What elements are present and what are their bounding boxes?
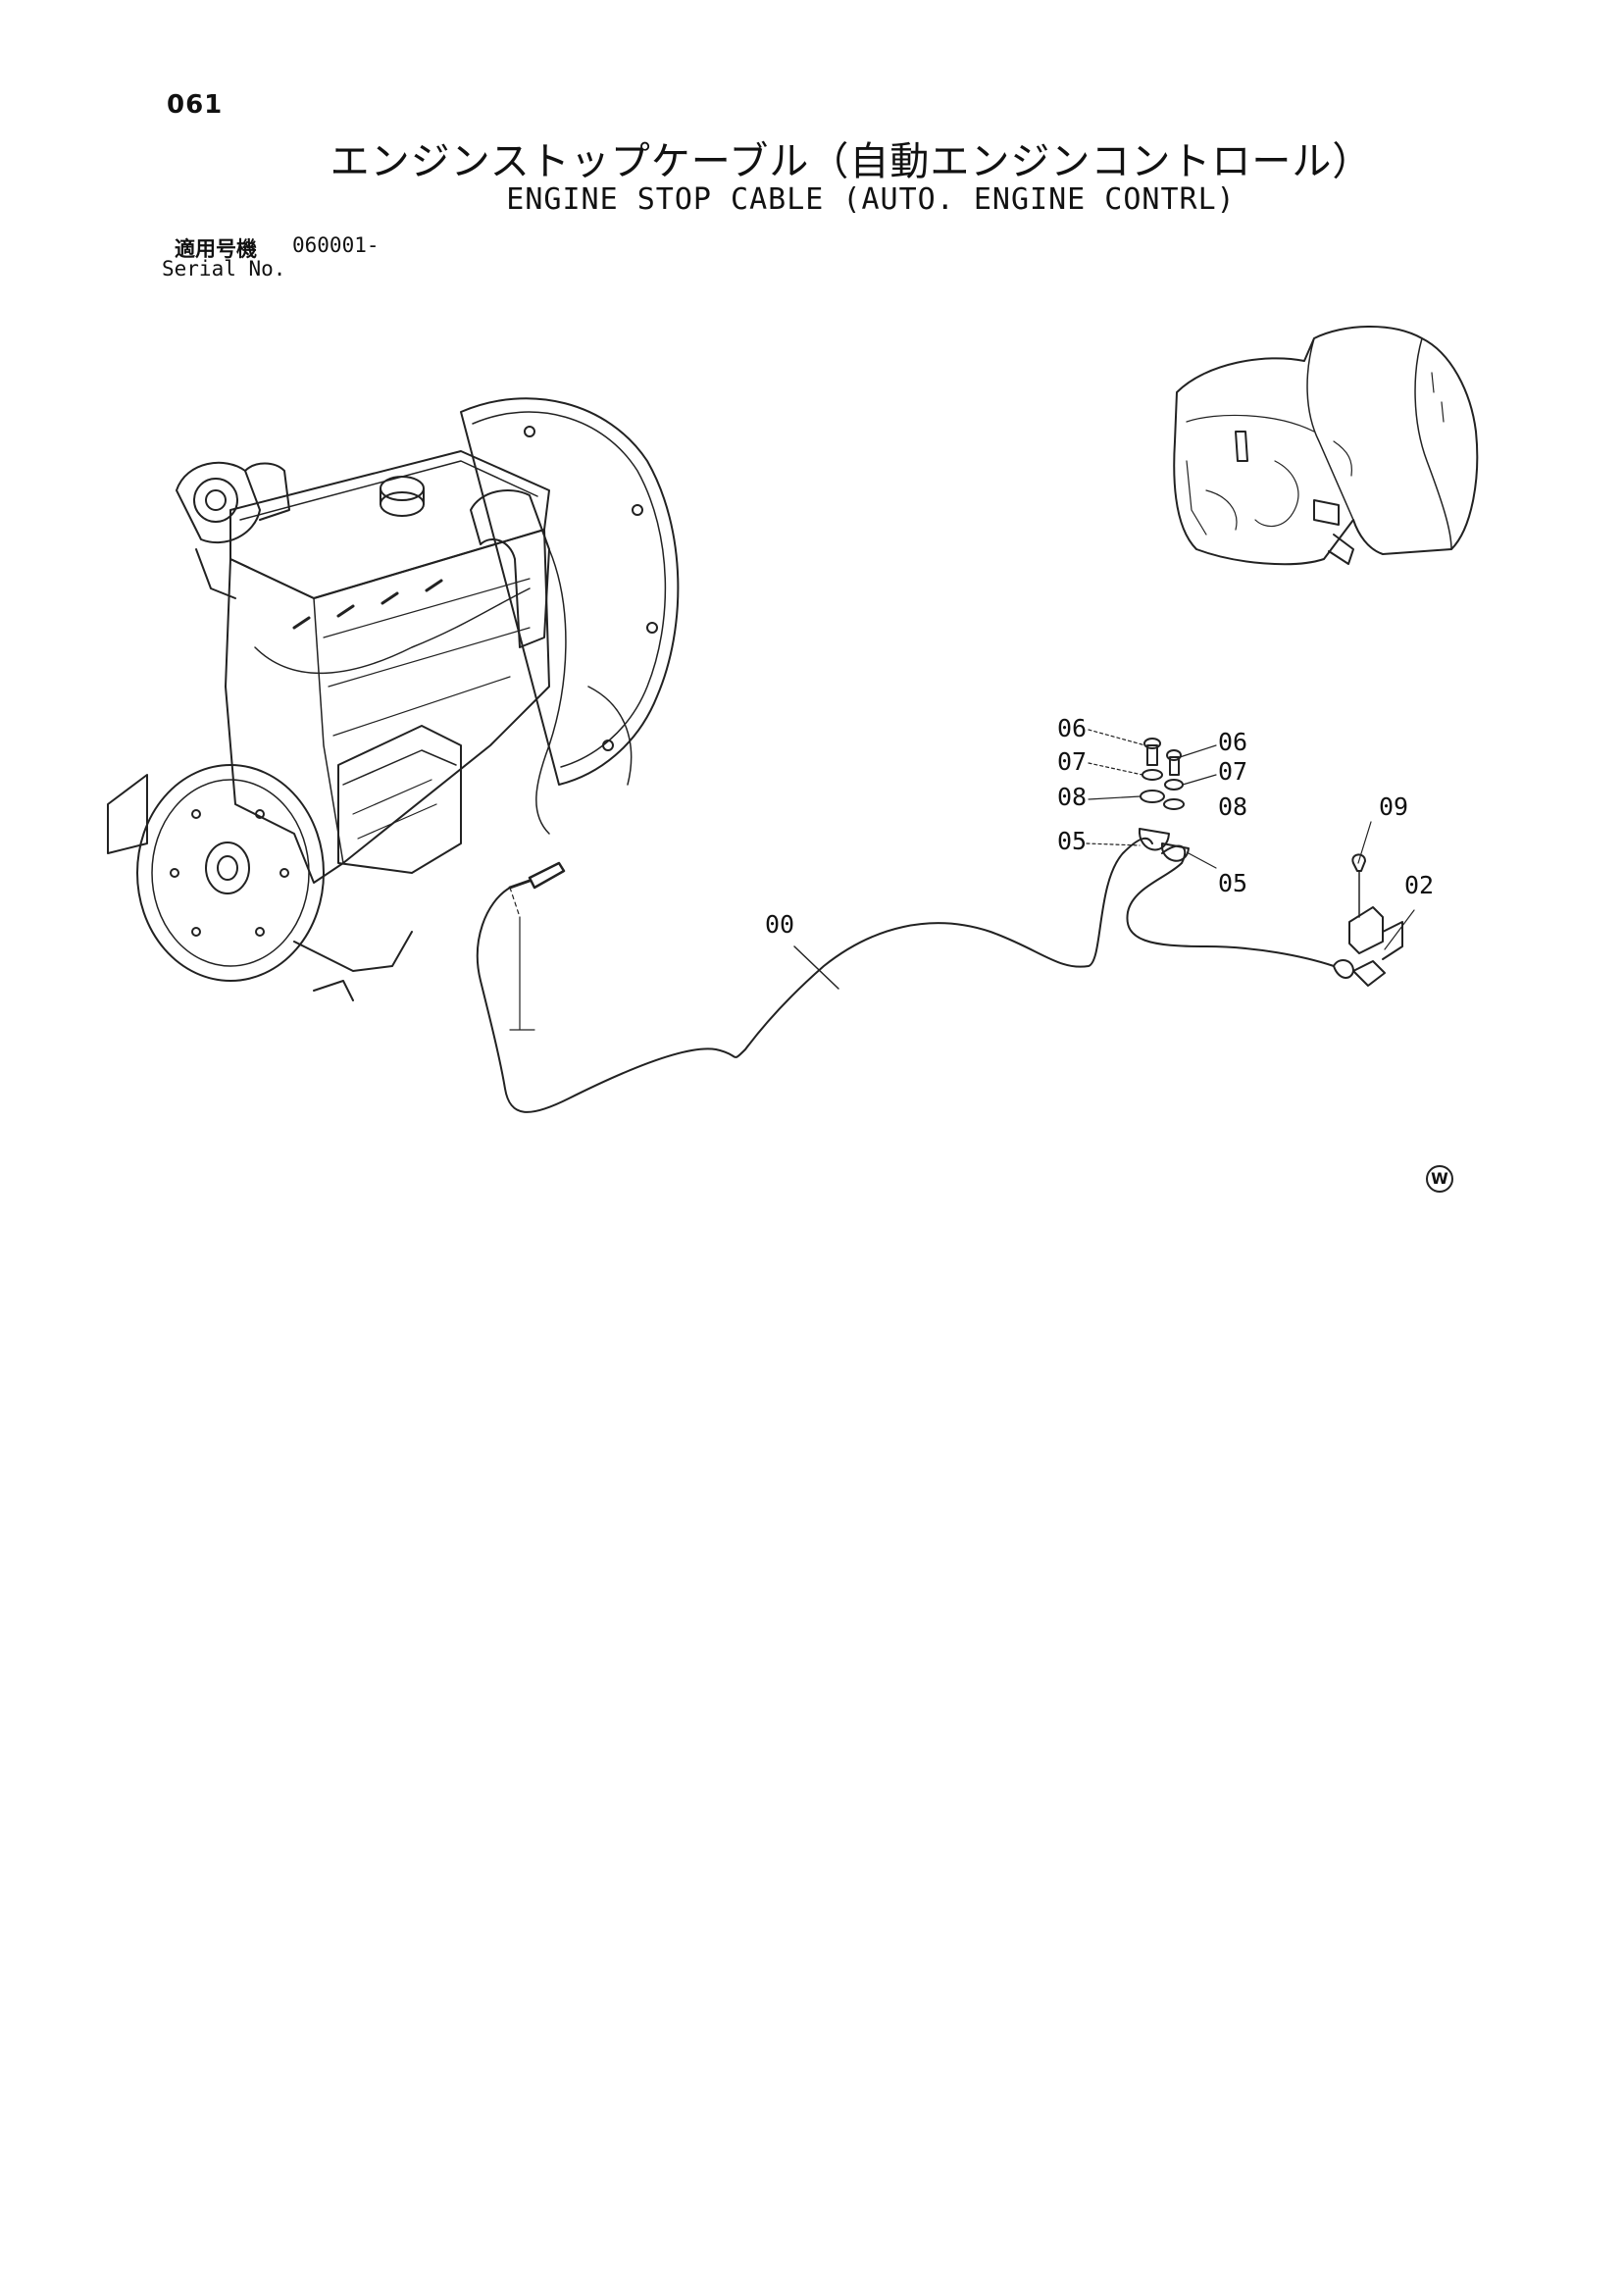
page-number: 061	[167, 90, 224, 120]
title-english: ENGINE STOP CABLE (AUTO. ENGINE CONTRL)	[506, 182, 1236, 217]
callout-05-right: 05	[1218, 869, 1248, 897]
title-japanese: エンジンストップケーブル（自動エンジンコントロール）	[330, 139, 1373, 184]
watermark-w-symbol: W	[1426, 1165, 1453, 1193]
cab-console-drawing	[1173, 326, 1479, 566]
callout-08-left: 08	[1057, 783, 1088, 811]
callout-06-left: 06	[1057, 714, 1088, 742]
serial-label-japanese: 適用号機	[175, 237, 257, 261]
bracket-assembly	[1333, 821, 1415, 987]
engine-drawing	[107, 397, 680, 1001]
callout-06-right: 06	[1218, 728, 1248, 756]
callout-02: 02	[1404, 871, 1435, 899]
callout-08-right: 08	[1218, 792, 1248, 821]
callout-05-left: 05	[1057, 827, 1088, 855]
serial-label-english: Serial No.	[162, 257, 286, 281]
clamp-hardware	[1086, 729, 1217, 869]
callout-00: 00	[765, 910, 795, 939]
callout-07-right: 07	[1218, 757, 1248, 786]
callout-09: 09	[1379, 792, 1409, 821]
serial-value: 060001-	[292, 233, 380, 257]
callout-07-left: 07	[1057, 747, 1088, 776]
engine-stop-cable	[476, 837, 1335, 1113]
